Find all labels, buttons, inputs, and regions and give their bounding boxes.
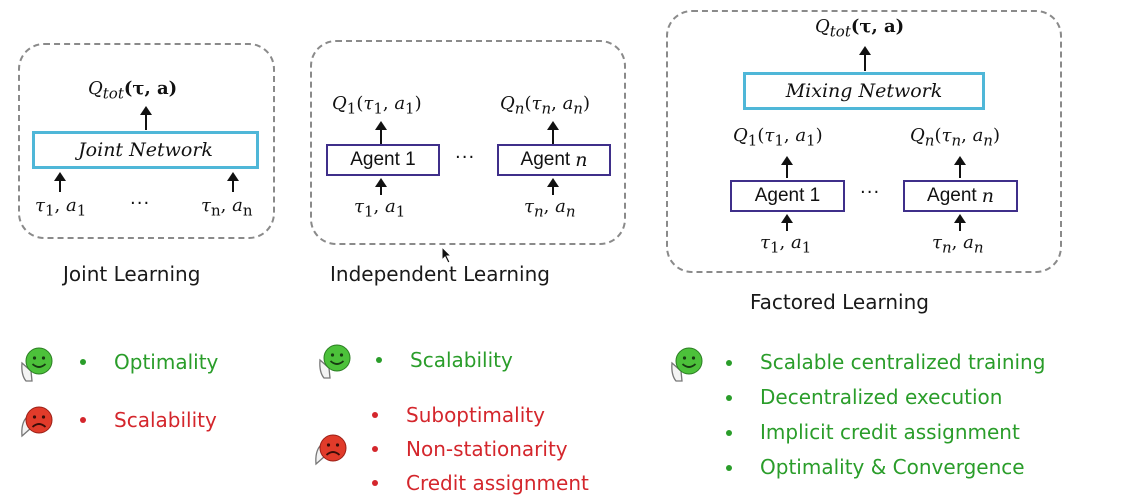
factored-pros-list: Scalable centralized training Decentrali…: [726, 345, 1045, 485]
independent-input-arrow-1: [375, 178, 387, 195]
list-item: Scalable centralized training: [726, 345, 1045, 380]
factored-agent-1-label: Agent 1: [754, 185, 821, 206]
factored-mid-qn: Qn(τn, an): [910, 125, 1000, 150]
list-item: Credit assignment: [372, 466, 589, 500]
joint-pros-list: Optimality: [80, 350, 218, 374]
independent-output-arrow-n: [547, 121, 559, 144]
independent-output-q1: Q1(τ1, a1): [332, 93, 422, 118]
factored-agent-dots: ···: [860, 182, 881, 203]
factored-input-arrow-n: [954, 214, 966, 231]
joint-learning-caption: Joint Learning: [63, 262, 201, 286]
independent-agent-dots: ···: [455, 147, 476, 168]
independent-learning-panel: [310, 40, 626, 245]
list-item: Optimality: [80, 350, 218, 374]
list-item: Decentralized execution: [726, 380, 1045, 415]
thumbs-up-smiley-icon: [21, 347, 53, 382]
independent-output-arrow-1: [375, 121, 387, 144]
list-item: Scalability: [376, 348, 513, 372]
mixing-network-box: Mixing Network: [743, 72, 985, 110]
factored-mid-arrow-1: [781, 156, 793, 178]
independent-agent-1-box: Agent 1: [326, 144, 440, 176]
list-item: Suboptimality: [372, 398, 589, 432]
list-item: Scalability: [80, 408, 217, 432]
factored-learning-panel: [666, 10, 1062, 273]
joint-output-arrow: [140, 106, 152, 130]
factored-agent-1-box: Agent 1: [730, 180, 845, 212]
factored-learning-caption: Factored Learning: [750, 290, 929, 314]
joint-network-box: Joint Network: [32, 131, 259, 169]
factored-mid-q1: Q1(τ1, a1): [733, 125, 823, 150]
factored-mid-arrow-n: [954, 156, 966, 178]
thumbs-down-frowny-icon: [315, 434, 347, 466]
joint-input-n: τn, an: [201, 195, 253, 220]
thumbs-up-smiley-icon: [319, 344, 351, 379]
mixing-network-label: Mixing Network: [785, 80, 943, 102]
independent-learning-caption: Independent Learning: [330, 262, 550, 286]
joint-input-arrow-1: [54, 172, 66, 192]
joint-output-qtot: Qtot(τ, a): [88, 78, 178, 103]
independent-output-qn: Qn(τn, an): [500, 93, 590, 118]
independent-pros-list: Scalability: [376, 348, 513, 372]
factored-input-1: τ1, a1: [760, 232, 812, 257]
list-item: Implicit credit assignment: [726, 415, 1045, 450]
joint-learning-panel: [18, 43, 275, 239]
factored-input-arrow-1: [781, 214, 793, 231]
independent-cons-list: Suboptimality Non-stationarity Credit as…: [372, 398, 589, 500]
joint-cons-list: Scalability: [80, 408, 217, 432]
factored-input-n: τn, an: [932, 232, 984, 257]
joint-network-label: Joint Network: [78, 139, 213, 161]
thumbs-down-frowny-icon: [21, 406, 53, 438]
thumbs-up-smiley-icon: [671, 347, 703, 382]
joint-input-dots: ···: [130, 193, 151, 214]
independent-agent-1-label: Agent 1: [350, 149, 416, 170]
independent-input-arrow-n: [547, 178, 559, 195]
factored-output-qtot: Qtot(τ, a): [815, 16, 905, 41]
joint-input-1: τ1, a1: [35, 195, 87, 220]
independent-agent-n-label: Agent: [520, 149, 571, 170]
factored-output-arrow: [859, 46, 871, 71]
joint-input-arrow-n: [227, 172, 239, 192]
independent-input-1: τ1, a1: [354, 196, 406, 221]
independent-input-n: τn, an: [524, 196, 576, 221]
mouse-cursor-icon: [441, 246, 453, 264]
list-item: Optimality & Convergence: [726, 450, 1045, 485]
list-item: Non-stationarity: [372, 432, 589, 466]
factored-agent-n-label: Agent: [927, 185, 977, 206]
